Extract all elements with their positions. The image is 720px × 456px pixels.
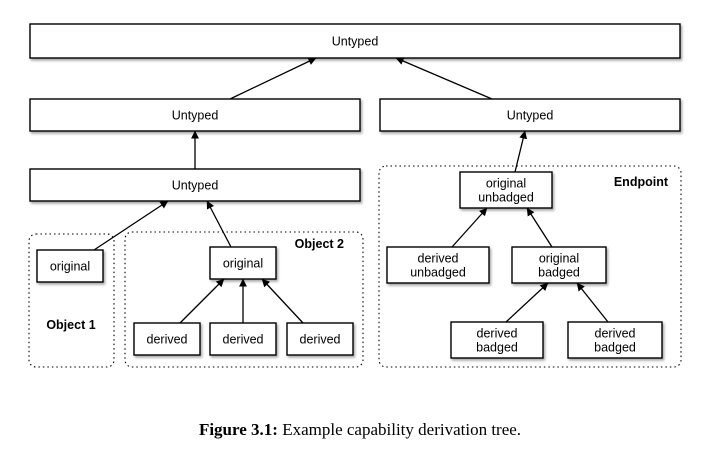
node-box <box>286 322 354 356</box>
node-label: original <box>539 252 579 266</box>
node-label: original <box>50 260 90 274</box>
node-box <box>459 171 553 209</box>
node-box <box>209 246 277 280</box>
node-box <box>511 246 607 284</box>
edge-ep-orig-badged-to-ep-orig-unbadged <box>526 207 553 248</box>
node-box <box>379 98 681 132</box>
node-label: Untyped <box>172 179 219 193</box>
edge-mid-right-to-root <box>395 57 493 100</box>
node-label: original <box>223 257 263 271</box>
node-box <box>386 246 490 284</box>
node-box <box>29 168 361 202</box>
node-label: badged <box>594 341 636 355</box>
figure-caption: Figure 3.1: Example capability derivatio… <box>0 420 720 440</box>
group-label-object-1: Object 1 <box>46 318 95 332</box>
edge-obj2-original-to-left-untyped <box>206 200 232 248</box>
node-obj2-derived-3: derived <box>286 322 354 356</box>
node-box <box>36 249 104 283</box>
edge-ep-derived-unbadged-to-ep-orig-unbadged <box>451 207 488 248</box>
edges-layer <box>93 57 609 324</box>
node-label: Untyped <box>332 35 379 49</box>
node-mid-left: Untyped <box>29 98 361 132</box>
node-box <box>133 322 201 356</box>
node-box <box>29 98 361 132</box>
group-label-object-2: Object 2 <box>295 237 344 251</box>
group-object-2 <box>124 231 364 368</box>
node-root: Untyped <box>29 23 681 59</box>
edge-obj1-original-to-left-untyped <box>93 200 169 251</box>
node-box <box>567 321 663 359</box>
node-label: Untyped <box>172 109 219 123</box>
node-label: derived <box>223 333 264 347</box>
node-mid-right: Untyped <box>379 98 681 132</box>
groups-layer: Object 1 Object 2 Endpoint <box>28 165 682 368</box>
group-endpoint <box>378 165 682 368</box>
caption-text: Example capability derivation tree. <box>282 420 522 439</box>
node-label: derived <box>147 333 188 347</box>
node-box <box>209 322 277 356</box>
node-label: unbadged <box>478 191 534 205</box>
node-obj1-original: original <box>36 249 104 283</box>
node-label: derived <box>595 327 636 341</box>
edge-mid-left-to-root <box>229 57 317 100</box>
node-obj2-derived-2: derived <box>209 322 277 356</box>
node-box <box>450 321 544 359</box>
caption-label: Figure 3.1: <box>198 420 278 439</box>
node-label: original <box>486 177 526 191</box>
node-label: derived <box>418 252 459 266</box>
node-label: derived <box>300 333 341 347</box>
node-obj2-original: original <box>209 246 277 280</box>
node-label: unbadged <box>410 266 466 280</box>
group-label-endpoint: Endpoint <box>614 175 669 189</box>
edge-ep-derived-badged-1-to-ep-orig-badged <box>505 282 549 323</box>
node-label: badged <box>538 266 580 280</box>
node-box <box>29 23 681 59</box>
edge-ep-orig-unbadged-to-mid-right <box>514 130 528 173</box>
node-label: derived <box>477 327 518 341</box>
node-label: Untyped <box>507 109 554 123</box>
node-label: badged <box>476 341 518 355</box>
edge-obj2-derived-1-to-obj2-original <box>179 278 225 324</box>
node-obj2-derived-1: derived <box>133 322 201 356</box>
edge-ep-derived-badged-2-to-ep-orig-badged <box>576 282 609 323</box>
node-left-untyped: Untyped <box>29 168 361 202</box>
edge-obj2-derived-3-to-obj2-original <box>261 278 304 324</box>
